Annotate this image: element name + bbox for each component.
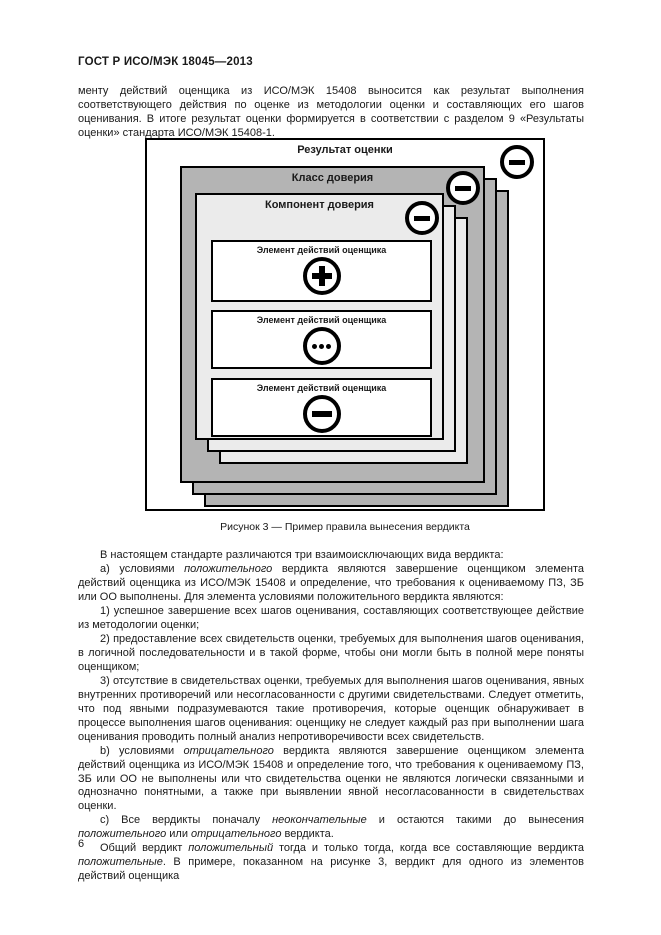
- ellipsis-icon: [302, 327, 341, 365]
- emphasized-text: положительного: [78, 828, 167, 841]
- paragraph-item-a: a) условиями положительного вердикта явл…: [78, 563, 584, 605]
- text-segment: В настоящем стандарте различаются три вз…: [100, 549, 504, 561]
- text-segment: или: [166, 828, 192, 841]
- intro-paragraph: менту действий оценщика из ИСО/МЭК 15408…: [78, 85, 584, 140]
- text-segment: . В примере, показанном на рисунке 3, ве…: [78, 856, 584, 883]
- emphasized-text: отрицательного: [191, 828, 282, 841]
- plus-icon: [302, 257, 341, 295]
- text-segment: вердикта являются завершение оценщиком э…: [78, 744, 584, 813]
- evaluator-action-element-label: Элемент действий оценщика: [256, 315, 387, 325]
- evaluator-action-element-label: Элемент действий оценщика: [256, 245, 387, 255]
- assurance-component-box: Компонент доверия Элемент действий оценщ…: [195, 193, 444, 440]
- evaluator-action-element-2: Элемент действий оценщика: [211, 310, 432, 369]
- text-segment: 1) успешное завершение всех шагов оценив…: [78, 604, 584, 631]
- minus-icon: [414, 215, 430, 221]
- figure-verdict-diagram: Результат оценки Класс доверия Компонент…: [145, 138, 545, 511]
- paragraph-item-a1: 1) успешное завершение всех шагов оценив…: [78, 605, 584, 633]
- text-segment: 3) отсутствие в свидетельствах оценки, т…: [78, 674, 584, 743]
- emphasized-text: положительный: [188, 842, 274, 855]
- minus-icon: [509, 159, 525, 165]
- assurance-class-box: Класс доверия Компонент доверия Элемент …: [180, 166, 485, 483]
- paragraph-item-a2: 2) предоставление всех свидетельств оцен…: [78, 633, 584, 675]
- evaluation-result-box-title: Результат оценки: [297, 144, 393, 156]
- body-text: В настоящем стандарте различаются три вз…: [78, 549, 584, 884]
- evaluator-action-element-label: Элемент действий оценщика: [256, 383, 387, 393]
- minus-badge-class: [446, 171, 480, 205]
- text-segment: 2) предоставление всех свидетельств оцен…: [78, 632, 584, 673]
- emphasized-text: положительного: [184, 562, 273, 575]
- text-segment: a) условиями: [100, 562, 185, 575]
- page-number: 6: [78, 838, 85, 850]
- emphasized-text: неокончательные: [272, 814, 367, 827]
- text-segment: и остаются такими до вынесения: [366, 814, 584, 827]
- paragraph-item-b: b) условиями отрицательного вердикта явл…: [78, 745, 584, 815]
- text-segment: тогда и только тогда, когда все составля…: [273, 842, 584, 855]
- paragraph-verdict-intro: В настоящем стандарте различаются три вз…: [78, 549, 584, 563]
- minus-icon: [302, 395, 341, 433]
- minus-badge-component: [405, 201, 439, 235]
- document-header: ГОСТ Р ИСО/МЭК 18045—2013: [78, 56, 253, 68]
- text-segment: вердикта являются завершение оценщиком э…: [78, 562, 584, 603]
- paragraph-overall-verdict: Общий вердикт положительный тогда и толь…: [78, 842, 584, 884]
- paragraph-item-c: c) Все вердикты поначалу неокончательные…: [78, 814, 584, 842]
- emphasized-text: отрицательного: [183, 744, 274, 757]
- figure-caption: Рисунок 3 — Пример правила вынесения вер…: [220, 521, 470, 533]
- emphasized-text: положительные: [78, 856, 163, 869]
- assurance-class-box-title: Класс доверия: [291, 172, 374, 184]
- minus-icon: [455, 185, 471, 191]
- evaluator-action-element-3: Элемент действий оценщика: [211, 378, 432, 437]
- text-segment: c) Все вердикты поначалу: [100, 814, 273, 827]
- text-segment: b) условиями: [100, 744, 184, 757]
- evaluator-action-element-1: Элемент действий оценщика: [211, 240, 432, 302]
- text-segment: вердикта.: [281, 828, 334, 841]
- minus-badge-result: [500, 145, 534, 179]
- text-segment: Общий вердикт: [100, 842, 189, 855]
- assurance-component-box-title: Компонент доверия: [265, 199, 374, 211]
- paragraph-item-a3: 3) отсутствие в свидетельствах оценки, т…: [78, 675, 584, 745]
